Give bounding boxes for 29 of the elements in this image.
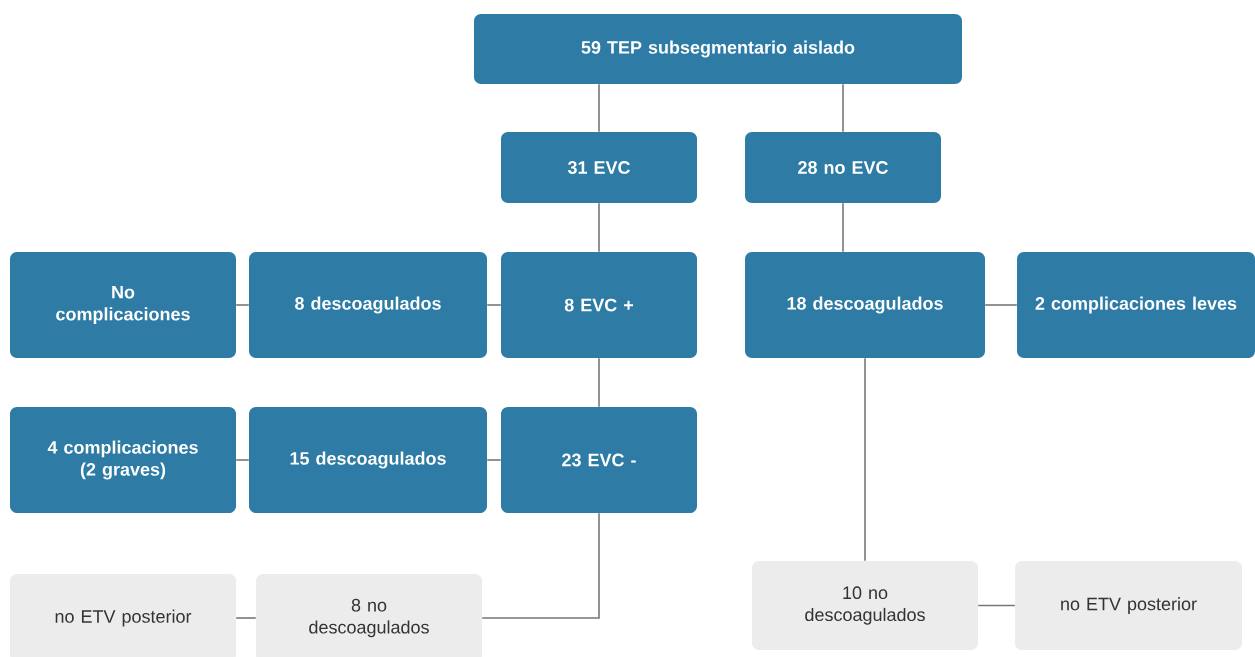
process-box: 8 EVC + (501, 252, 697, 358)
outcome-box: no ETV posterior (10, 574, 236, 657)
connector-line (984, 304, 1018, 306)
process-box: 28 no EVC (745, 132, 941, 203)
process-box: No complicaciones (10, 252, 236, 358)
connector-line (598, 202, 600, 253)
connector-line (864, 357, 866, 562)
process-box: 18 descoagulados (745, 252, 985, 358)
process-box: 4 complicaciones (2 graves) (10, 407, 236, 513)
connector-line (977, 604, 1016, 607)
connector-line (235, 304, 250, 306)
outcome-box: 10 no descoagulados (752, 561, 978, 650)
connector-line (598, 83, 600, 133)
process-box: 31 EVC (501, 132, 697, 203)
process-box: 8 descoagulados (249, 252, 487, 358)
connector-line (486, 459, 502, 461)
connector-line (598, 357, 600, 408)
connector-line (235, 617, 257, 619)
process-box: 15 descoagulados (249, 407, 487, 513)
connector-line (235, 459, 250, 461)
process-box: 59 TEP subsegmentario aislado (474, 14, 962, 84)
process-box: 2 complicaciones leves (1017, 252, 1255, 358)
connector-line (842, 202, 844, 253)
connector-line (486, 304, 502, 306)
connector-line (481, 512, 600, 619)
outcome-box: no ETV posterior (1015, 561, 1242, 650)
process-box: 23 EVC - (501, 407, 697, 513)
connector-line (842, 83, 844, 133)
outcome-box: 8 no descoagulados (256, 574, 482, 657)
